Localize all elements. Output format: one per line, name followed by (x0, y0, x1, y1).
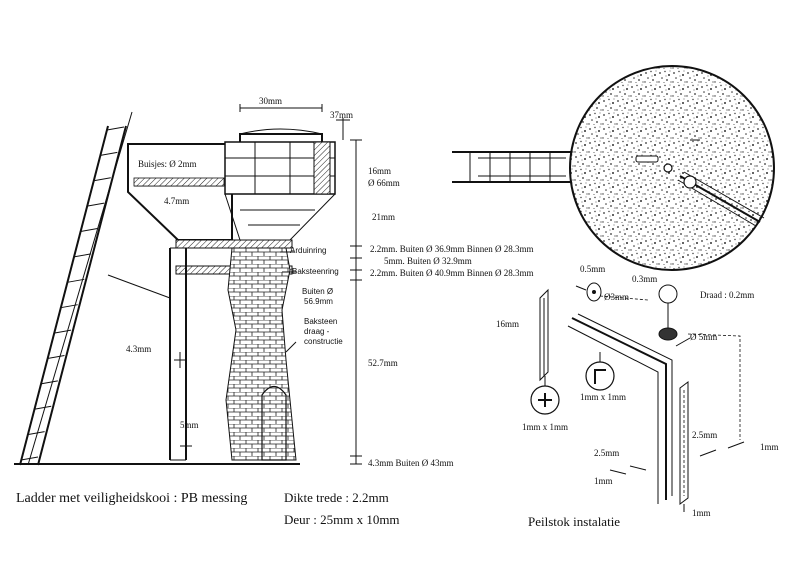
arduinring-label: Arduinring (290, 246, 326, 255)
ladder-rung (53, 329, 72, 334)
dim-1mm-c: 1mm (692, 508, 711, 518)
ring-dims-row-1: 2.2mm. Buiten Ø 36.9mm Binnen Ø 28.3mm (370, 244, 534, 254)
base-dims-row: 4.3mm Buiten Ø 43mm (368, 458, 454, 468)
ladder-rung (20, 456, 39, 461)
ladder-caption: Ladder met veiligheidskooi : PB messing (16, 491, 247, 506)
dim-16mm: 16mm (368, 166, 391, 176)
deur-caption: Deur : 25mm x 10mm (284, 512, 400, 527)
ladder-rung (106, 126, 125, 131)
ladder-rung (87, 202, 105, 207)
dim-top-width: 30mm (259, 96, 282, 106)
dim-05mm: 0.5mm (580, 264, 605, 274)
water-tower (14, 128, 336, 465)
ladder-rung (80, 228, 98, 233)
ladder-rung (27, 431, 45, 436)
ladder-rung (60, 304, 78, 309)
ladder-rung (67, 278, 85, 283)
buiten-value: 56.9mm (304, 297, 333, 306)
ladder (19, 111, 133, 466)
ladder-rung (100, 151, 118, 156)
baksteen-label-2: draag - (304, 327, 330, 336)
dim-1mm-a: 1mm (594, 476, 613, 486)
dim-527mm: 52.7mm (368, 358, 398, 368)
ring-dims-row-3: 2.2mm. Buiten Ø 40.9mm Binnen Ø 28.3mm (370, 268, 534, 278)
peilstok-caption: Peilstok instalatie (528, 514, 620, 529)
ring-dims-row-2: 5mm. Buiten Ø 32.9mm (384, 256, 472, 266)
dim-03mm: 0.3mm (632, 274, 657, 284)
dim-25mm-a: 2.5mm (594, 448, 619, 458)
profile-label-2: 1mm x 1mm (580, 392, 626, 402)
peilstok-parts (530, 282, 745, 512)
dim-5mm: 5mm (180, 420, 199, 430)
trede-caption: Dikte trede : 2.2mm (284, 490, 389, 505)
dim-1mm-b: 1mm (760, 442, 779, 452)
ladder-rung (93, 177, 111, 182)
dim-top-offset: 37mm (330, 110, 353, 120)
baksteen-label-3: constructie (304, 337, 343, 346)
dim-tank-side: 4.7mm (164, 196, 189, 206)
roof-top-view (452, 65, 775, 271)
ladder-rung (47, 354, 65, 359)
buiten-label: Buiten Ø (302, 287, 333, 296)
dim-21mm: 21mm (372, 212, 395, 222)
ladder-rung (73, 253, 92, 258)
tower-dimensions (174, 104, 362, 465)
draad-label: Draad : 0.2mm (700, 290, 754, 300)
profile-label-1: 1mm x 1mm (522, 422, 568, 432)
buisjes-label: Buisjes: Ø 2mm (138, 159, 197, 169)
dim-3mm: Ø3mm (604, 292, 629, 302)
dim-43mm: 4.3mm (126, 344, 151, 354)
dim-66mm: Ø 66mm (368, 178, 400, 188)
ladder-rung (40, 380, 58, 385)
dim-25mm-b: 2.5mm (692, 430, 717, 440)
dim-peil-5mm: Ø 5mm (690, 332, 717, 342)
dim-peil-16mm: 16mm (496, 319, 519, 329)
baksteenring-label: Baksteenring (292, 267, 339, 276)
ladder-rung (34, 405, 52, 410)
baksteen-label-1: Baksteen (304, 317, 337, 326)
